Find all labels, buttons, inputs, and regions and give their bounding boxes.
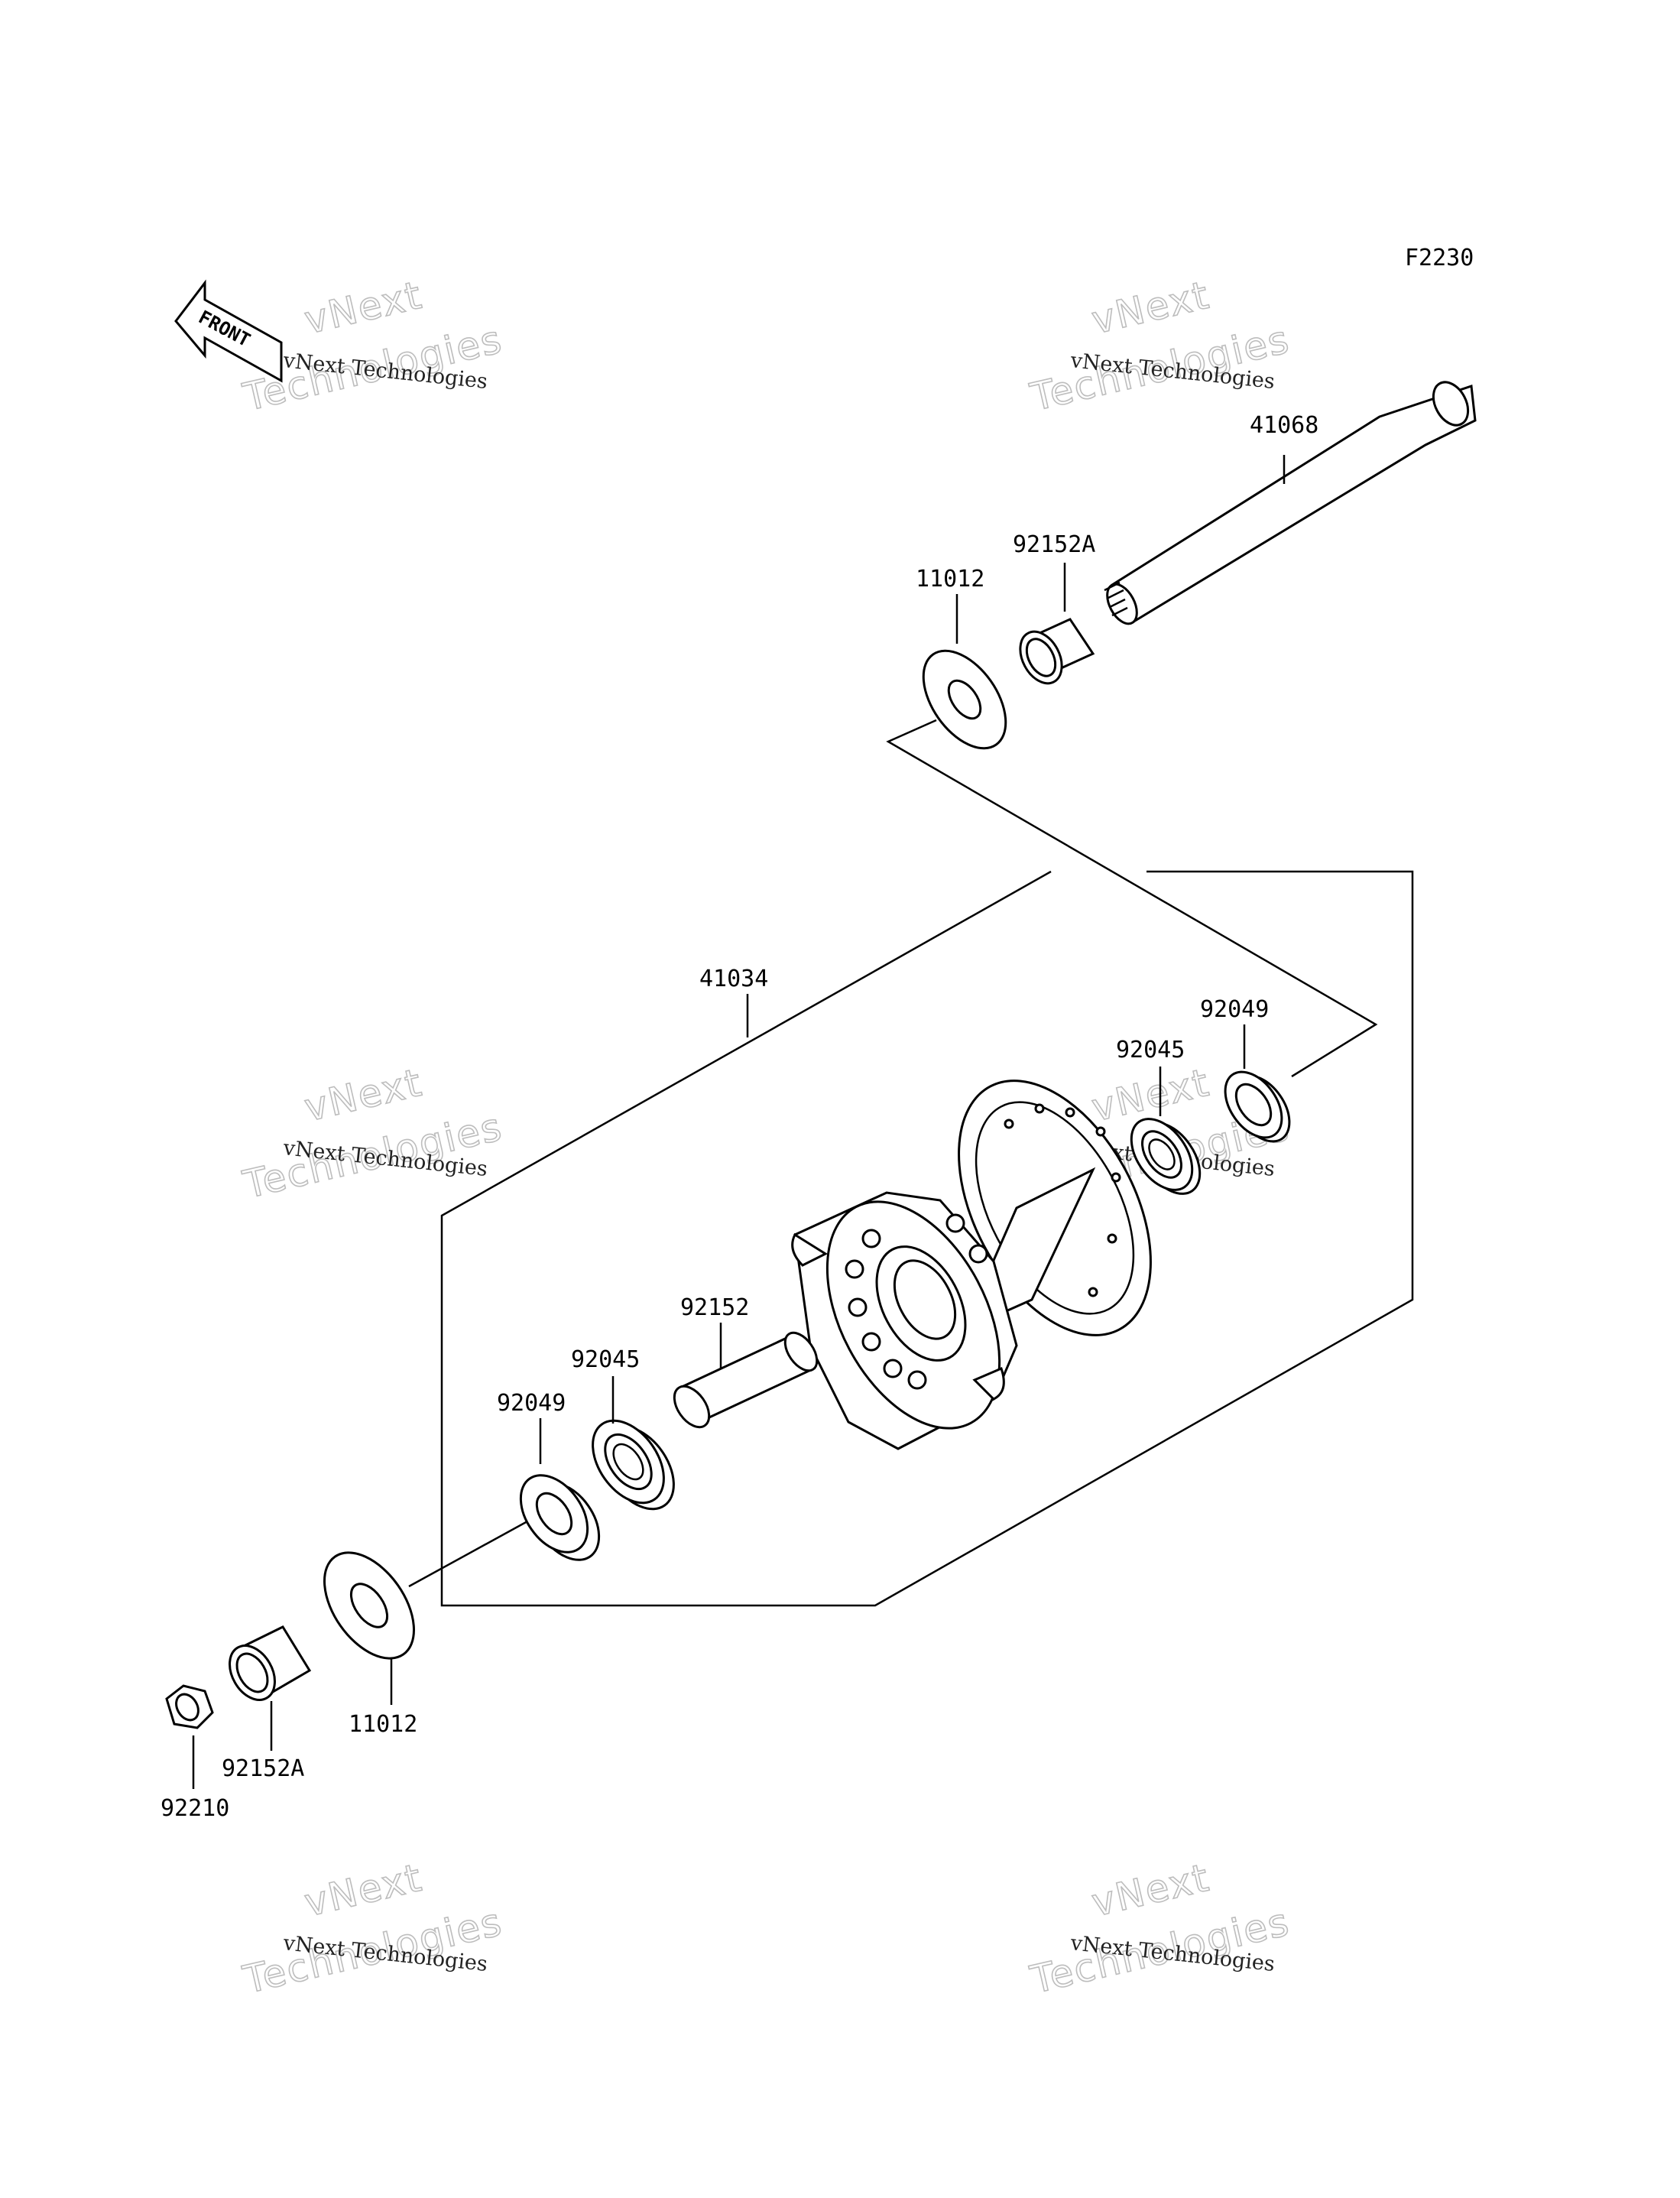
watermark-bottom-left: vNext Technologies	[238, 1855, 508, 2003]
oil-seal-right	[1224, 1070, 1291, 1143]
label-collar-top: 92152A	[1013, 531, 1095, 558]
spacer-tube	[673, 1331, 819, 1429]
oil-seal-left	[519, 1474, 601, 1561]
front-arrow-icon: FRONT	[174, 279, 283, 383]
label-seal-right: 92049	[1200, 996, 1269, 1023]
washer-top	[922, 649, 1007, 750]
wheel-hub	[791, 1080, 1152, 1450]
svg-text:vNext: vNext	[1088, 273, 1214, 343]
watermark-middle-left: vNext Technologies	[238, 1060, 508, 1208]
collar-top	[1019, 618, 1095, 685]
label-washer-bottom: 11012	[349, 1711, 417, 1738]
bearing-right	[1130, 1118, 1202, 1195]
svg-text:vNext: vNext	[300, 273, 426, 343]
hub-group-outline	[440, 870, 1414, 1607]
label-bearing-left: 92045	[571, 1346, 640, 1373]
watermark-top-right: vNext Technologies	[1026, 272, 1295, 420]
axle-centerline-bottom	[408, 1520, 528, 1588]
label-spacer: 92152	[680, 1294, 749, 1321]
label-seal-left: 92049	[497, 1390, 566, 1417]
label-hub: 41034	[699, 966, 768, 992]
axle-centerline-top	[886, 719, 1378, 1078]
label-collar-bottom: 92152A	[222, 1755, 304, 1782]
label-washer-top: 11012	[916, 566, 984, 593]
collar-bottom	[229, 1625, 312, 1701]
bearing-left	[592, 1419, 675, 1511]
watermark-bottom-right: vNext Technologies	[1026, 1855, 1295, 2003]
svg-text:vNext: vNext	[1088, 1855, 1214, 1926]
axle-nut	[165, 1684, 214, 1729]
label-axle: 41068	[1250, 412, 1318, 439]
svg-text:vNext: vNext	[300, 1855, 426, 1926]
svg-text:vNext: vNext	[300, 1060, 426, 1131]
axle-shaft	[1104, 381, 1477, 625]
label-bearing-right: 92045	[1116, 1037, 1185, 1063]
washer-bottom	[323, 1551, 415, 1660]
figure-code: F2230	[1405, 245, 1474, 271]
label-nut: 92210	[161, 1795, 229, 1822]
